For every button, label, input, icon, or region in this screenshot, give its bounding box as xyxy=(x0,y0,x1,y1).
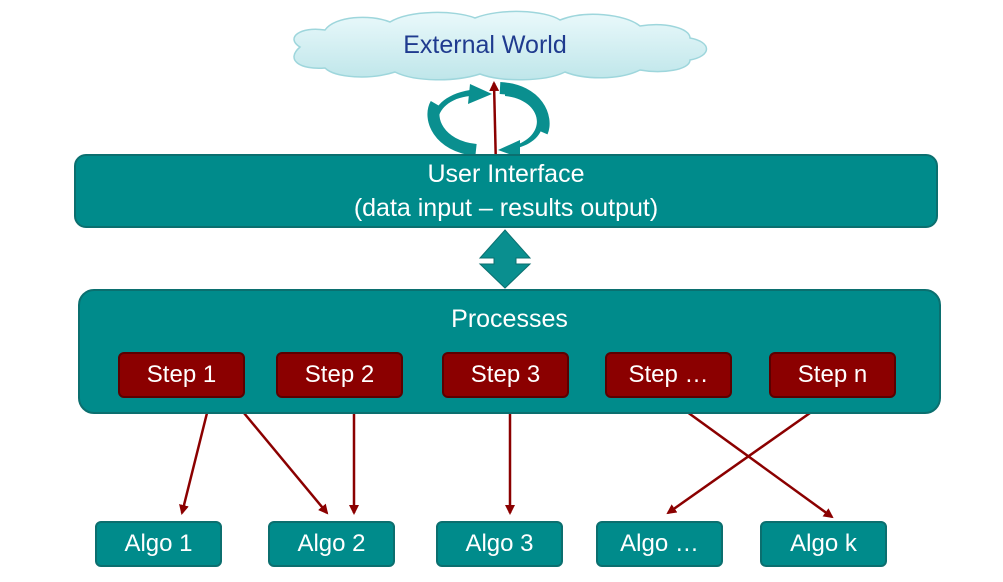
algo-1: Algo 1 xyxy=(95,521,222,567)
step-1: Step 1 xyxy=(118,352,245,398)
user-interface-title: User Interface xyxy=(427,160,585,188)
step-2: Step 2 xyxy=(276,352,403,398)
arrow-external-ui xyxy=(489,81,501,170)
cycle-icon xyxy=(427,82,550,158)
arrow-stepn-algodots xyxy=(666,399,829,515)
arrow-step1-algo1 xyxy=(179,399,213,515)
step-n: Step n xyxy=(769,352,896,398)
step-3: Step 3 xyxy=(442,352,569,398)
step-dots: Step … xyxy=(605,352,732,398)
arrow-stepdots-algok xyxy=(670,399,834,519)
processes-title: Processes xyxy=(451,305,568,333)
user-interface-subtitle: (data input – results output) xyxy=(353,194,659,222)
algo-3: Algo 3 xyxy=(436,521,563,567)
algo-dots: Algo … xyxy=(596,521,723,567)
user-interface-box: User Interface (data input – results out… xyxy=(74,154,938,228)
cloud-shape xyxy=(293,10,708,81)
algo-2: Algo 2 xyxy=(268,521,395,567)
algo-k: Algo k xyxy=(760,521,887,567)
external-world-label: External World xyxy=(403,31,567,59)
arrow-step1-algo2 xyxy=(232,399,329,515)
arrow-ui-processes xyxy=(478,229,532,289)
